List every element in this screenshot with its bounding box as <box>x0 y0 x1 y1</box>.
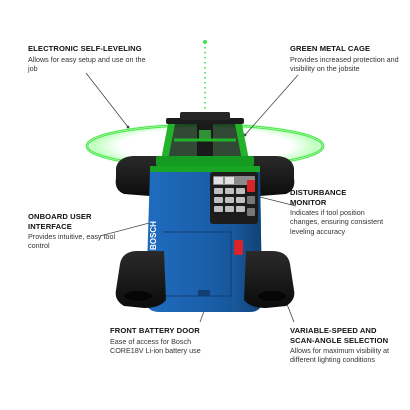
callout-title: DISTURBANCE MONITOR <box>290 188 347 207</box>
callout-onboard-ui: ONBOARD USER INTERFACE Provides intuitiv… <box>28 212 120 251</box>
laser-top-dot <box>203 40 207 44</box>
callout-title: GREEN METAL CAGE <box>290 44 371 53</box>
callout-self-leveling: ELECTRONIC SELF-LEVELING Allows for easy… <box>28 44 178 73</box>
callout-description: Indicates if tool position changes, ensu… <box>290 208 384 236</box>
callout-description: Provides intuitive, easy tool control <box>28 232 116 251</box>
callout-speed-scan: VARIABLE-SPEED AND SCAN-ANGLE SELECTION … <box>290 326 390 365</box>
callout-description: Allows for maximum visibility at differe… <box>290 346 390 365</box>
callout-title: VARIABLE-SPEED AND SCAN-ANGLE SELECTION <box>290 326 389 345</box>
callout-description: Provides increased protection and visibi… <box>290 54 399 73</box>
callout-disturbance-monitor: DISTURBANCE MONITOR Indicates if tool po… <box>290 188 394 236</box>
battery-latch-button <box>234 240 243 255</box>
callout-title: FRONT BATTERY DOOR <box>110 326 200 335</box>
green-metal-cage <box>156 112 254 166</box>
callout-title: ELECTRONIC SELF-LEVELING <box>28 44 142 53</box>
callout-description: Allows for easy setup and use on the job <box>28 54 146 73</box>
callout-battery-door: FRONT BATTERY DOOR Ease of access for Bo… <box>110 326 214 355</box>
callout-description: Ease of access for Bosch CORE18V Li-ion … <box>110 336 201 355</box>
callout-metal-cage: GREEN METAL CAGE Provides increased prot… <box>290 44 402 73</box>
brand-logo: BOSCH <box>149 221 158 250</box>
control-panel <box>210 172 258 224</box>
callout-title: ONBOARD USER INTERFACE <box>28 212 92 231</box>
